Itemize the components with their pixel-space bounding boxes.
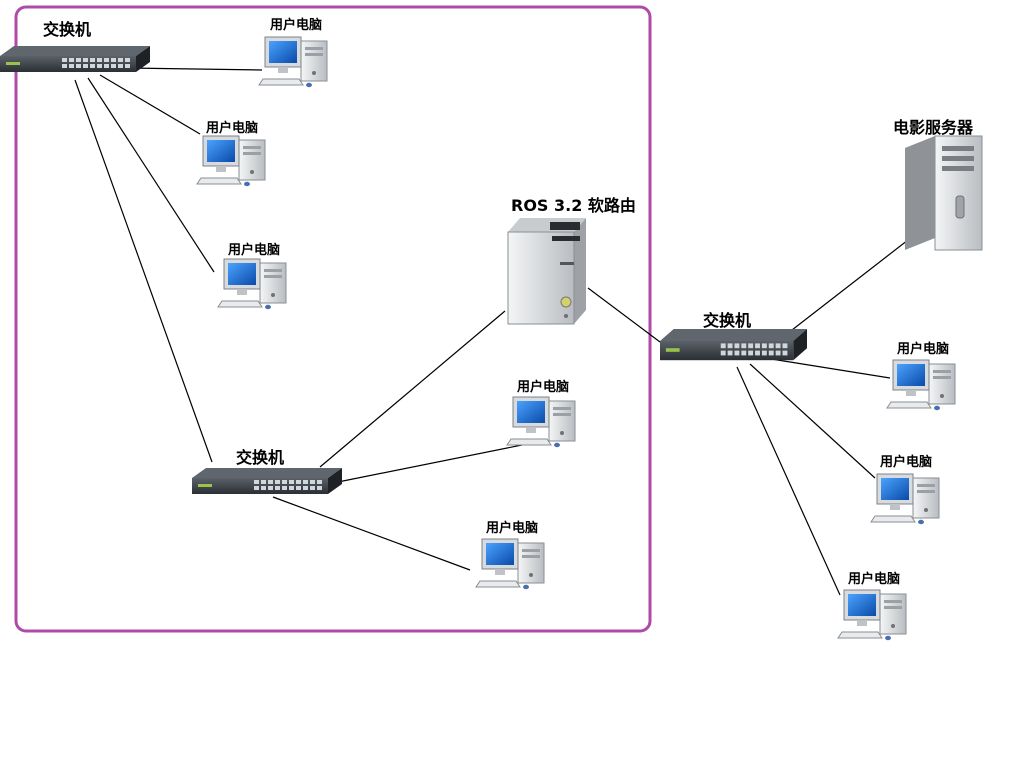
link-switch1-pc3 <box>87 77 215 273</box>
switch-label: 交换机 <box>43 20 92 39</box>
link-switch3-pc7 <box>749 363 876 479</box>
tower-server-icon <box>905 135 983 251</box>
link-switch3-server <box>791 239 909 331</box>
link-switch1-switch2 <box>74 79 213 463</box>
desktop-pc-icon <box>258 36 328 88</box>
pc-label: 用户电脑 <box>897 342 950 357</box>
desktop-pc-icon <box>837 589 907 641</box>
pc-label: 用户电脑 <box>486 521 539 536</box>
link-switch1-pc1 <box>124 67 263 71</box>
router-tower-icon <box>507 218 586 325</box>
network-switch-icon <box>660 329 807 361</box>
router-label: ROS 3.2 软路由 <box>511 196 636 215</box>
desktop-pc-icon <box>196 135 266 187</box>
link-router-switch3 <box>587 287 661 343</box>
switch-label: 交换机 <box>236 448 285 467</box>
switch-label: 交换机 <box>703 311 752 330</box>
desktop-pc-icon <box>217 258 287 310</box>
desktop-pc-icon <box>886 359 956 411</box>
link-switch3-pc6 <box>764 357 891 379</box>
link-switch1-pc2 <box>99 74 201 135</box>
network-switch-icon <box>0 46 150 72</box>
pc-label: 用户电脑 <box>848 572 901 587</box>
pc-label: 用户电脑 <box>880 455 933 470</box>
network-switch-icon <box>192 468 342 494</box>
desktop-pc-icon <box>475 538 545 590</box>
desktop-pc-icon <box>870 473 940 525</box>
lan-boundary <box>14 5 652 633</box>
desktop-pc-icon <box>506 396 576 448</box>
pc-label: 用户电脑 <box>228 243 281 258</box>
link-switch3-pc8 <box>736 366 841 596</box>
pc-label: 用户电脑 <box>206 121 259 136</box>
link-switch2-pc5 <box>272 496 471 571</box>
link-switch2-router <box>319 310 506 468</box>
link-switch2-pc4 <box>337 444 523 483</box>
pc-label: 用户电脑 <box>517 380 570 395</box>
server-label: 电影服务器 <box>893 118 974 137</box>
pc-label: 用户电脑 <box>270 18 323 33</box>
